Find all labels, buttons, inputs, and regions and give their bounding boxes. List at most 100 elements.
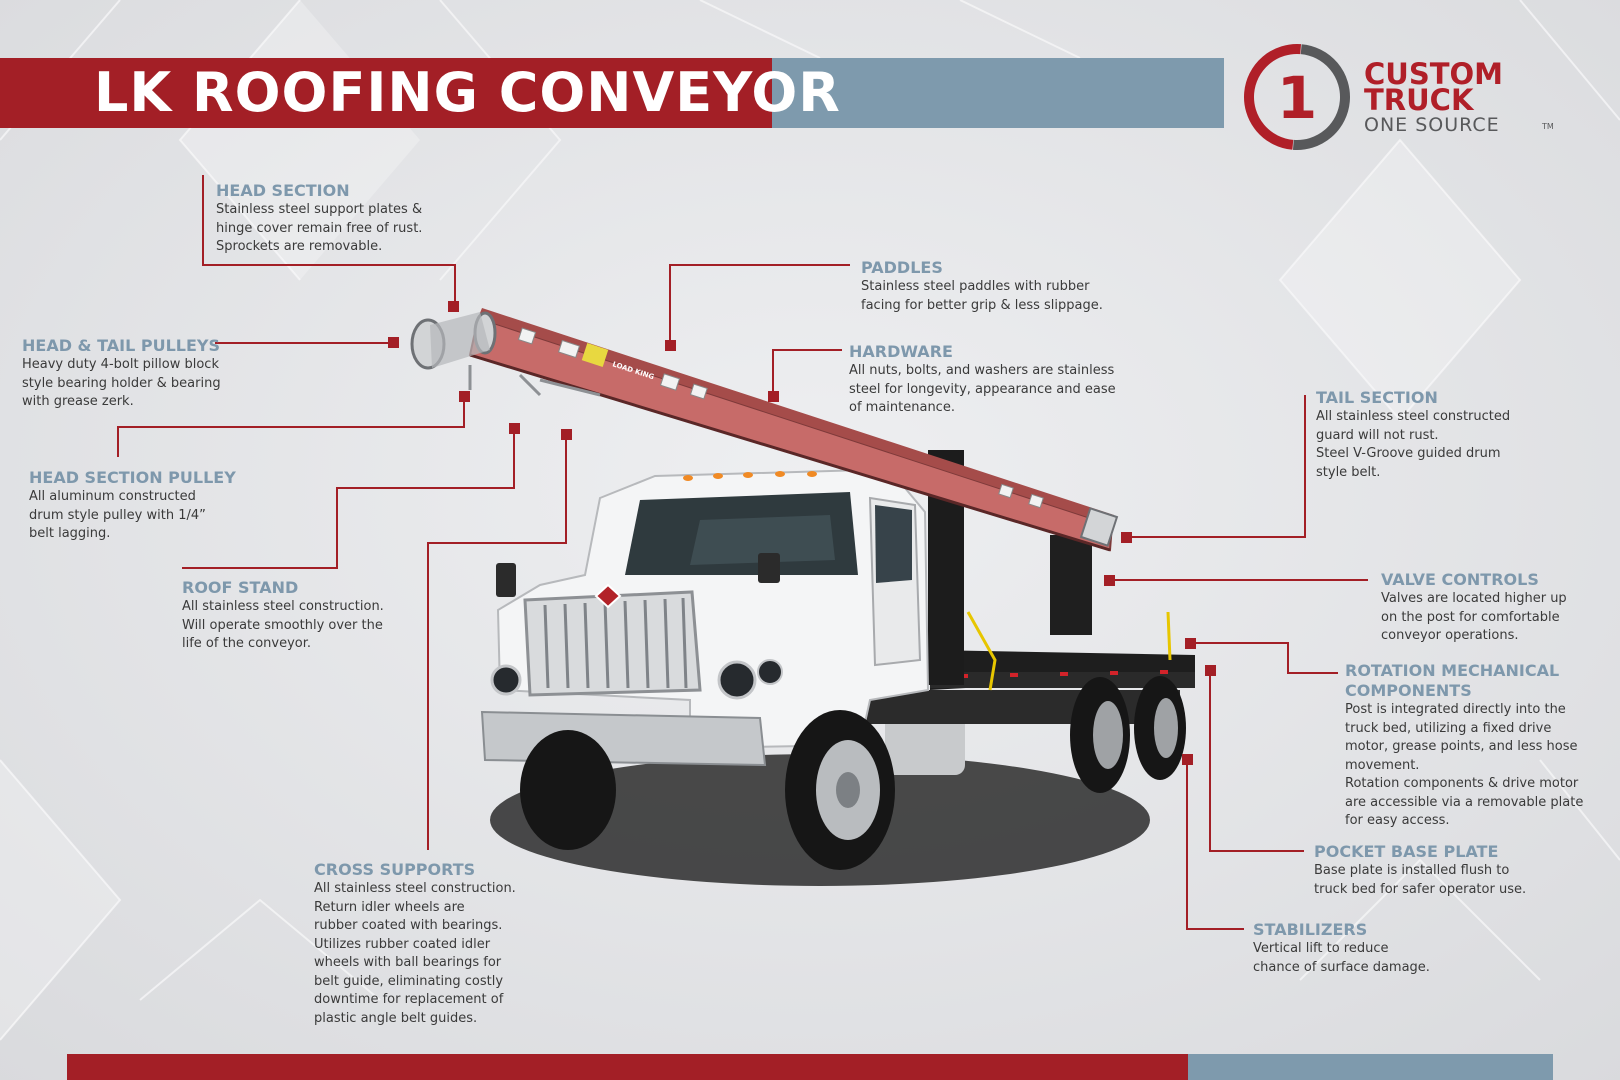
leader-paddles [669,264,850,345]
marker-roof-stand [509,423,520,434]
callout-heading: HARDWARE [849,342,953,361]
callout-stabilizers: STABILIZERS Vertical lift to reduce chan… [1253,920,1430,977]
logo-trademark: TM [1542,122,1554,131]
tie-down-strap [966,611,997,691]
roofing-conveyor: LOAD KING [410,308,1119,552]
callout-heading-line-2: COMPONENTS [1345,681,1472,700]
callout-body: All stainless steel construction. Return… [314,881,516,1026]
marker-head-section-pulley [459,391,470,402]
page-title: LK ROOFING CONVEYOR [94,61,841,124]
headlight-right [717,660,757,700]
custom-truck-logo: 1 CUSTOM TRUCK ONE SOURCE TM [1240,40,1554,155]
callout-heading: HEAD SECTION PULLEY [29,468,236,487]
logo-mark-text: 1 [1277,64,1317,132]
callout-heading: ROOF STAND [182,578,299,597]
roof-stand-legs [468,365,601,397]
leader-pocket-base-plate [1209,669,1304,852]
callout-roof-stand: ROOF STAND All stainless steel construct… [182,578,384,654]
mirror-left [496,563,516,597]
callout-valve-controls: VALVE CONTROLS Valves are located higher… [1381,570,1567,646]
logo-line-3: ONE SOURCE [1364,114,1500,136]
callout-head-section: HEAD SECTION Stainless steel support pla… [216,181,422,257]
callout-body: All aluminum constructed drum style pull… [29,489,206,541]
title-banner-accent [772,58,1224,128]
conveyor-belt-top [478,308,1114,525]
callout-body: All stainless steel construction. Will o… [182,599,384,651]
callout-heading-line-1: ROTATION MECHANICAL [1345,661,1560,680]
callout-head-tail-pulleys: HEAD & TAIL PULLEYS Heavy duty 4-bolt pi… [22,336,221,412]
leader-markers [388,301,1216,765]
grille-bars [543,597,688,689]
callout-heading: POCKET BASE PLATE [1314,842,1499,861]
marker-head-tail-pulleys [388,337,399,348]
rear-wheels [1070,676,1186,793]
conveyor-lower-rail [469,353,1111,552]
chrome-bumper [480,710,767,767]
leader-head-section-pulley [117,396,465,457]
callout-pocket-base-plate: POCKET BASE PLATE Base plate is installe… [1314,842,1526,899]
marker-cross-supports [561,429,572,440]
leader-lines [117,175,1368,930]
grille-emblem [594,583,622,609]
windshield-reflection [690,515,835,565]
tail-section-guard [1079,507,1119,547]
callout-heading: VALVE CONTROLS [1381,570,1539,589]
leader-tail-section [1126,395,1306,538]
marker-paddles [665,340,676,351]
conveyor-decals [517,327,1044,509]
title-banner [0,58,772,128]
marker-pocket-base-plate [1205,665,1216,676]
leader-rotation [1190,642,1338,674]
mirror-right [758,553,780,583]
logo-line-2: TRUCK [1364,83,1474,117]
head-section-plates [430,312,490,368]
callout-paddles: PADDLES Stainless steel paddles with rub… [861,258,1103,315]
marker-head-section [448,301,459,312]
leader-head-section [202,175,456,306]
callout-heading: HEAD & TAIL PULLEYS [22,336,220,355]
callout-rotation-mechanical-components: ROTATION MECHANICAL COMPONENTS Post is i… [1345,661,1583,831]
side-window [875,505,912,583]
callout-body: Vertical lift to reduce chance of surfac… [1253,941,1430,975]
headlight-right-inner [757,659,783,685]
callout-cross-supports: CROSS SUPPORTS All stainless steel const… [314,860,516,1028]
callout-heading: PADDLES [861,258,943,277]
roof-marker-lights [683,471,817,481]
front-wheels [520,710,895,870]
warning-decal [581,343,609,367]
callout-body: Valves are located higher up on the post… [1381,591,1567,643]
chrome-grille [523,590,702,697]
flatbed-truck: LOAD KING [410,308,1195,870]
callout-heading: HEAD SECTION [216,181,350,200]
callout-body: Stainless steel support plates & hinge c… [216,202,423,254]
callout-body: All nuts, bolts, and washers are stainle… [849,363,1116,415]
marker-stabilizers [1182,754,1193,765]
callout-hardware: HARDWARE All nuts, bolts, and washers ar… [849,342,1116,418]
marker-rotation [1185,638,1196,649]
callout-head-section-pulley: HEAD SECTION PULLEY All aluminum constru… [29,468,236,544]
leader-cross-supports [427,434,567,850]
one-source-logo-mark-icon: 1 [1244,44,1350,150]
leader-roof-stand [182,429,515,569]
marker-hardware [768,391,779,402]
tie-down-strap-rear [1166,611,1172,661]
footer-bar [67,1054,1188,1080]
marker-valve-controls [1104,575,1115,586]
callout-body: Stainless steel paddles with rubber faci… [861,279,1103,313]
conveyor-post [1050,535,1092,635]
frame-rail [860,690,1180,724]
callout-heading: CROSS SUPPORTS [314,860,476,879]
callout-tail-section: TAIL SECTION All stainless steel constru… [1316,388,1510,482]
callout-body: All stainless steel constructed guard wi… [1316,409,1511,480]
callout-body: Post is integrated directly into the tru… [1345,702,1584,828]
callout-heading: TAIL SECTION [1316,388,1438,407]
callout-heading: STABILIZERS [1253,920,1368,939]
flatbed-side [930,672,1195,688]
leader-stabilizers [1186,758,1244,930]
marker-tail-section [1121,532,1132,543]
logo-line-1: CUSTOM [1364,57,1504,91]
headlight-left [490,664,522,696]
leader-hardware [772,349,842,396]
callout-body: Heavy duty 4-bolt pillow block style bea… [22,357,221,409]
